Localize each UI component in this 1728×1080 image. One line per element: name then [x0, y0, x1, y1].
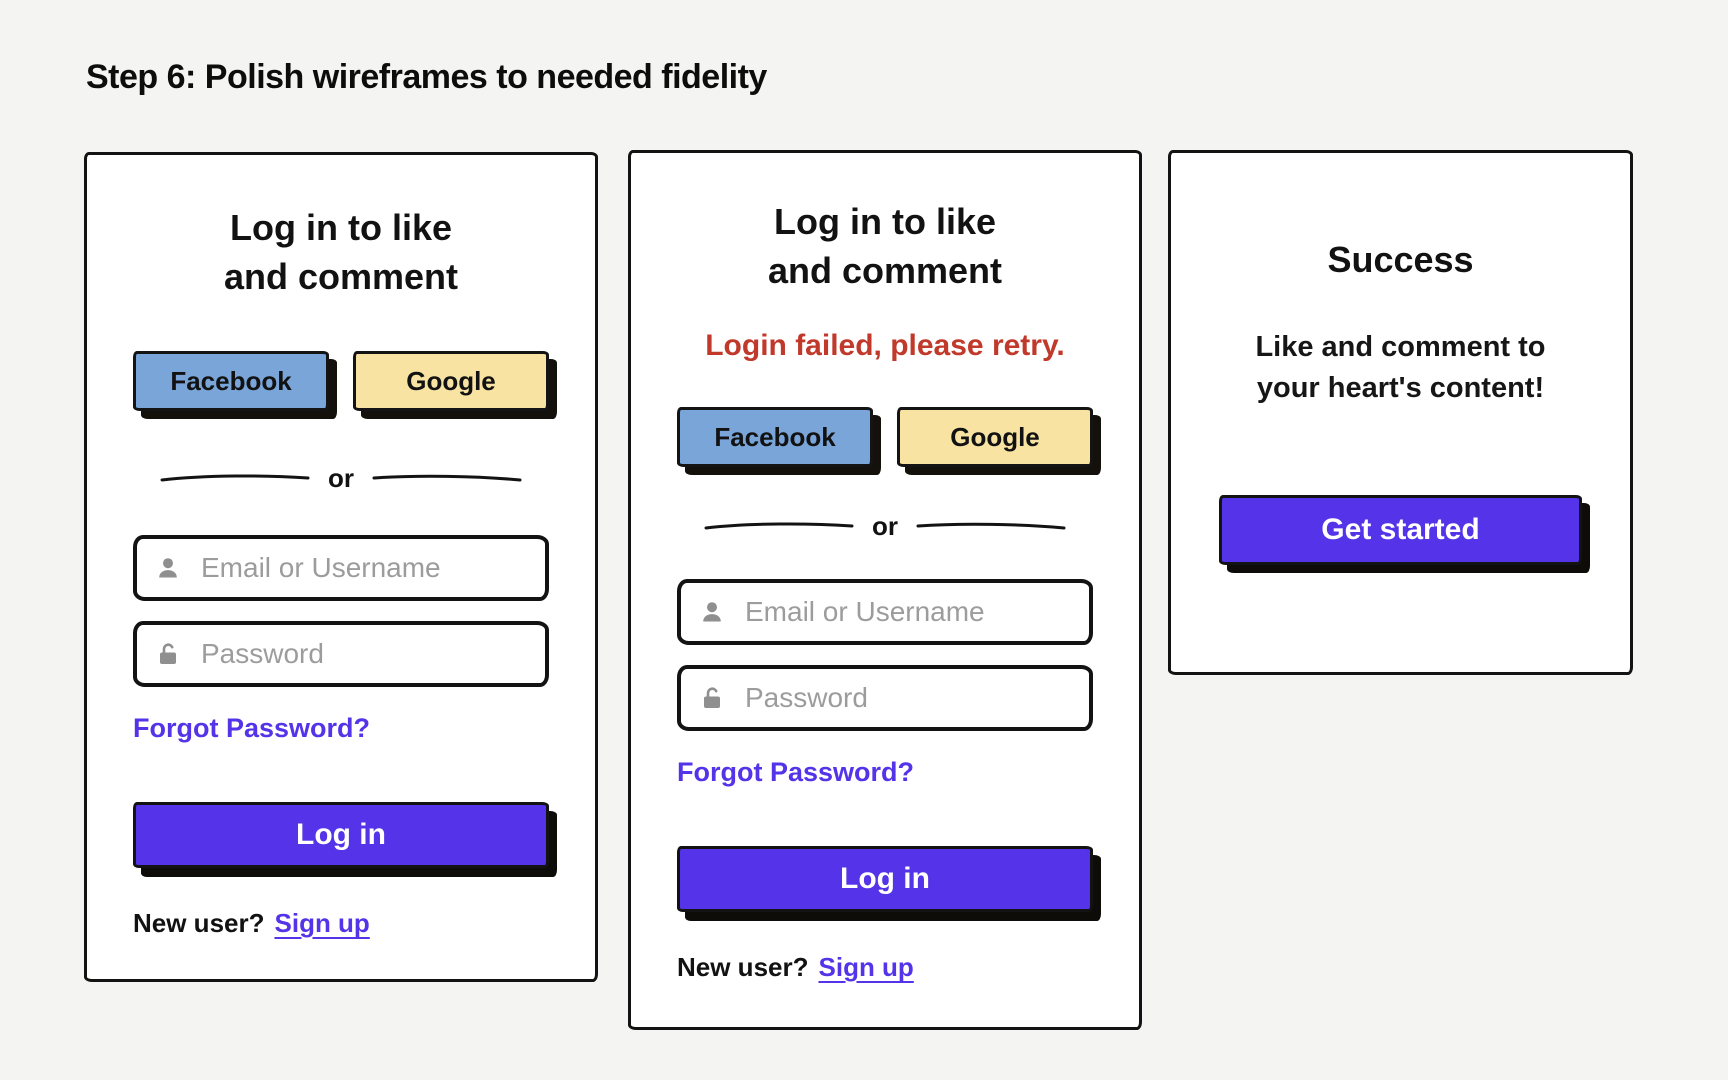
email-field-wrap [677, 579, 1093, 645]
login-button[interactable]: Log in [133, 802, 549, 868]
social-login-row: Facebook Google [677, 407, 1093, 467]
divider-line-left [160, 474, 310, 482]
get-started-button[interactable]: Get started [1219, 495, 1582, 565]
page-title: Step 6: Polish wireframes to needed fide… [86, 58, 767, 96]
email-input[interactable] [677, 579, 1093, 645]
login-title: Log in to like and comment [223, 207, 459, 297]
email-input[interactable] [133, 535, 549, 601]
success-title: Success [1327, 239, 1474, 280]
signup-link[interactable]: Sign up [274, 908, 370, 938]
success-card: Success Like and comment to your heart's… [1168, 150, 1633, 675]
login-card-default: Log in to like and comment Facebook Goog… [84, 152, 598, 982]
login-title: Log in to like and comment [767, 201, 1003, 291]
or-label: or [872, 510, 898, 541]
or-divider: or [133, 463, 549, 493]
facebook-login-button[interactable]: Facebook [133, 351, 329, 411]
new-user-label: New user? [133, 908, 265, 938]
new-user-label: New user? [677, 952, 809, 982]
google-login-button[interactable]: Google [897, 407, 1093, 467]
signup-link[interactable]: Sign up [818, 952, 914, 982]
social-login-row: Facebook Google [133, 351, 549, 411]
password-field-wrap [133, 621, 549, 687]
success-message: Like and comment to your heart's content… [1255, 331, 1546, 404]
divider-line-right [916, 522, 1066, 530]
or-divider: or [677, 511, 1093, 541]
login-error-message: Login failed, please retry. [705, 329, 1065, 362]
forgot-password-link[interactable]: Forgot Password? [133, 713, 371, 743]
password-input[interactable] [133, 621, 549, 687]
email-field-wrap [133, 535, 549, 601]
or-label: or [328, 462, 354, 493]
forgot-password-link[interactable]: Forgot Password? [677, 757, 915, 787]
signup-row: New user? Sign up [133, 908, 549, 939]
login-button[interactable]: Log in [677, 846, 1093, 912]
facebook-login-button[interactable]: Facebook [677, 407, 873, 467]
divider-line-right [372, 474, 522, 482]
password-input[interactable] [677, 665, 1093, 731]
password-field-wrap [677, 665, 1093, 731]
divider-line-left [704, 522, 854, 530]
login-card-error: Log in to like and comment Login failed,… [628, 150, 1142, 1030]
google-login-button[interactable]: Google [353, 351, 549, 411]
signup-row: New user? Sign up [677, 952, 1093, 983]
